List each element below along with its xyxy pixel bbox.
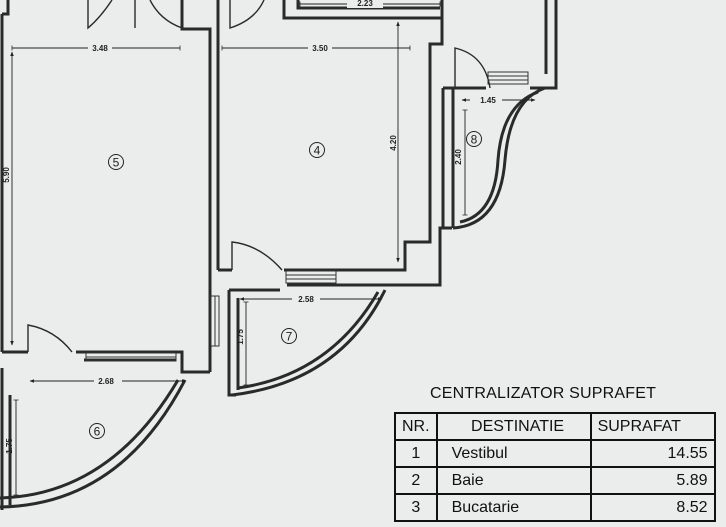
dim-room5-height: 5.90 [2,167,11,183]
table-row: 3 Bucatarie 8.52 [394,493,716,522]
dim-top-small: 2.23 [357,0,373,8]
dim-room8-height: 2.40 [454,149,463,165]
cell-destinatie: Bucatarie [435,493,592,522]
cell-suprafata: 14.55 [589,439,716,468]
header-destinatie: DESTINATIE [435,412,592,441]
dim-room6-width: 2.68 [98,377,114,386]
cell-nr: 3 [394,493,438,522]
cell-suprafata: 5.89 [589,466,716,495]
cell-nr: 2 [394,466,438,495]
room-8-label: 8 [471,133,478,147]
walls [0,0,558,510]
cell-suprafata: 8.52 [589,493,716,522]
summary-table: NR. DESTINATIE SUPRAFAT 1 Vestibul 14.55… [394,412,716,522]
cell-destinatie: Vestibul [435,439,592,468]
dim-room4-height: 4.20 [389,135,398,151]
dim-room5-width: 3.48 [92,44,108,53]
summary-title: CENTRALIZATOR SUPRAFET [430,385,657,402]
room-7-label: 7 [286,330,293,344]
dim-room8-width: 1.45 [480,96,496,105]
window-symbols [85,71,529,362]
doors [27,0,491,353]
summary-header-row: NR. DESTINATIE SUPRAFAT [394,412,716,441]
dimension-labels: 2.23 3.48 3.50 5.90 4.20 1.45 2.40 2.58 … [2,0,502,454]
dim-room7-width: 2.58 [298,295,314,304]
cell-nr: 1 [394,439,438,468]
dim-room4-width: 3.50 [312,44,328,53]
table-row: 2 Baie 5.89 [394,466,716,495]
dim-room6-height: 1.75 [5,438,14,454]
room-labels: 5 4 8 7 6 [89,131,482,439]
cell-destinatie: Baie [435,466,592,495]
header-nr: NR. [394,412,438,441]
header-suprafata: SUPRAFAT [589,412,716,441]
table-row: 1 Vestibul 14.55 [394,439,716,468]
room-4-label: 4 [314,144,321,158]
dim-room7-height: 1.75 [236,329,245,345]
room-5-label: 5 [113,156,120,170]
room-6-label: 6 [94,425,101,439]
